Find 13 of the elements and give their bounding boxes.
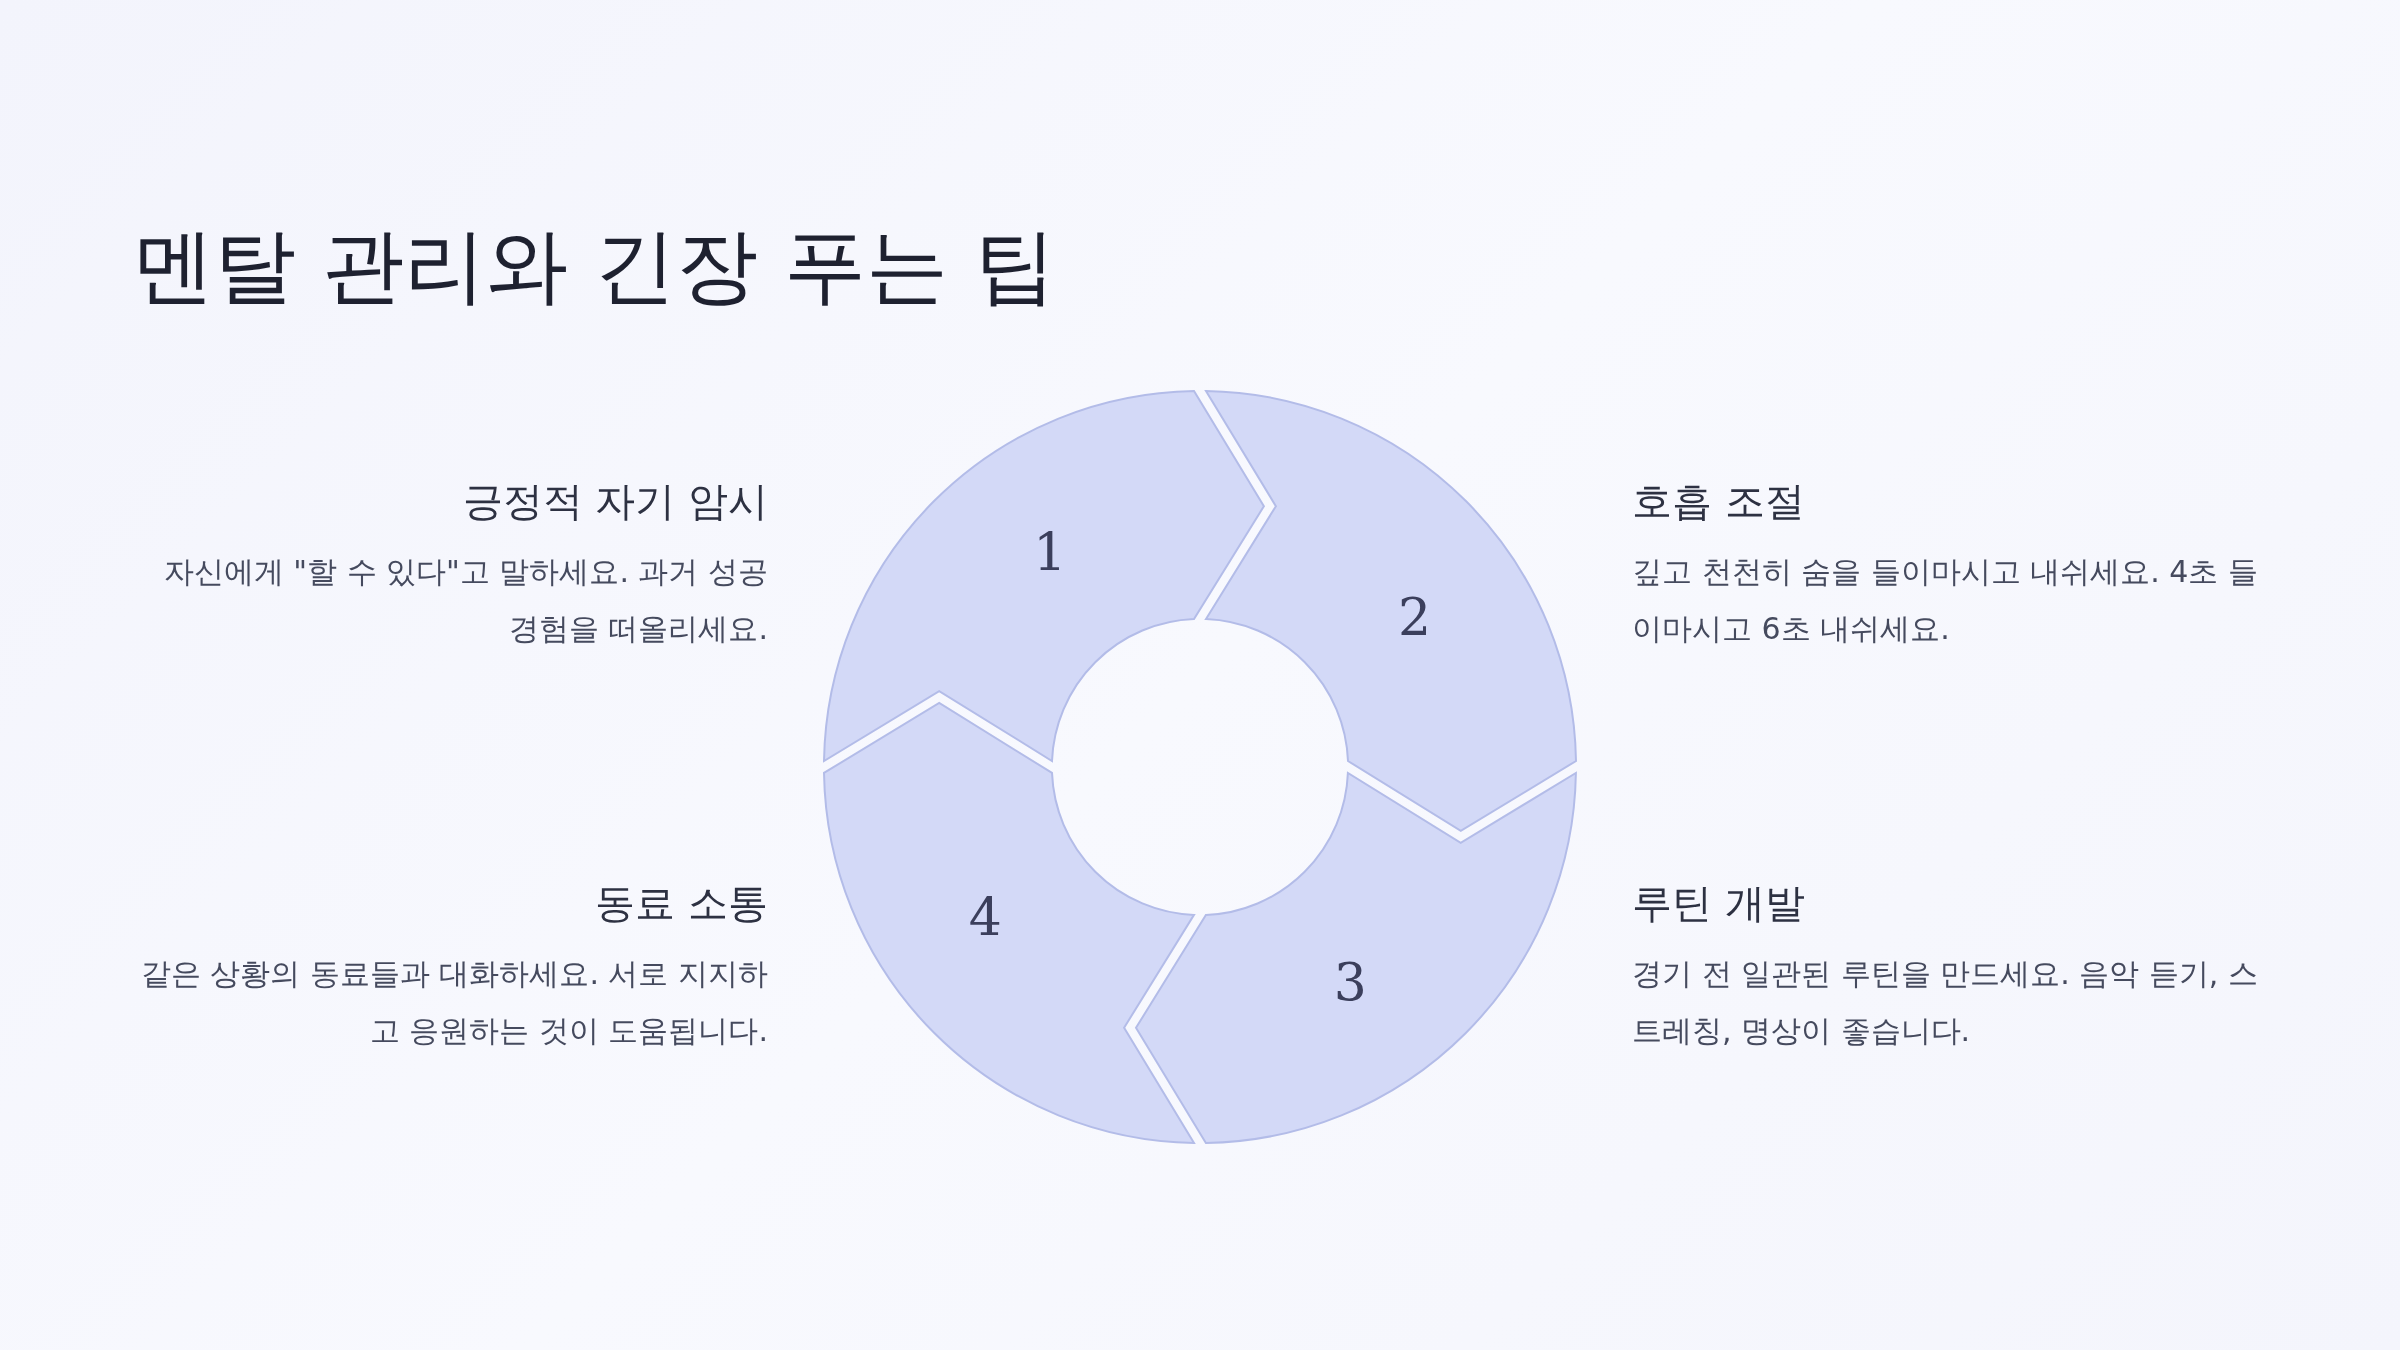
step-number: 1 xyxy=(1033,522,1067,583)
heading: 동료 소통 xyxy=(594,879,768,928)
description: 깊고 천천히 숨을 들이마시고 내쉬세요. 4초 들이마시고 6초 내쉬세요. xyxy=(1632,553,2259,648)
heading: 긍정적 자기 암시 xyxy=(461,477,768,526)
title: 멘탈 관리와 긴장 푸는 팁 xyxy=(132,217,1057,315)
step-number: 2 xyxy=(1398,586,1432,647)
description: 같은 상황의 동료들과 대화하세요. 서로 지지하고 응원하는 것이 도움됩니다. xyxy=(139,955,768,1050)
step-number: 4 xyxy=(968,887,1002,948)
description: 자신에게 "할 수 있다"고 말하세요. 과거 성공 경험을 떠올리세요. xyxy=(162,553,768,648)
description: 경기 전 일관된 루틴을 만드세요. 음악 듣기, 스트레칭, 명상이 좋습니다. xyxy=(1632,955,2259,1050)
heading: 호흡 조절 xyxy=(1632,477,1806,526)
step-number: 3 xyxy=(1333,951,1367,1012)
heading: 루틴 개발 xyxy=(1632,879,1806,928)
